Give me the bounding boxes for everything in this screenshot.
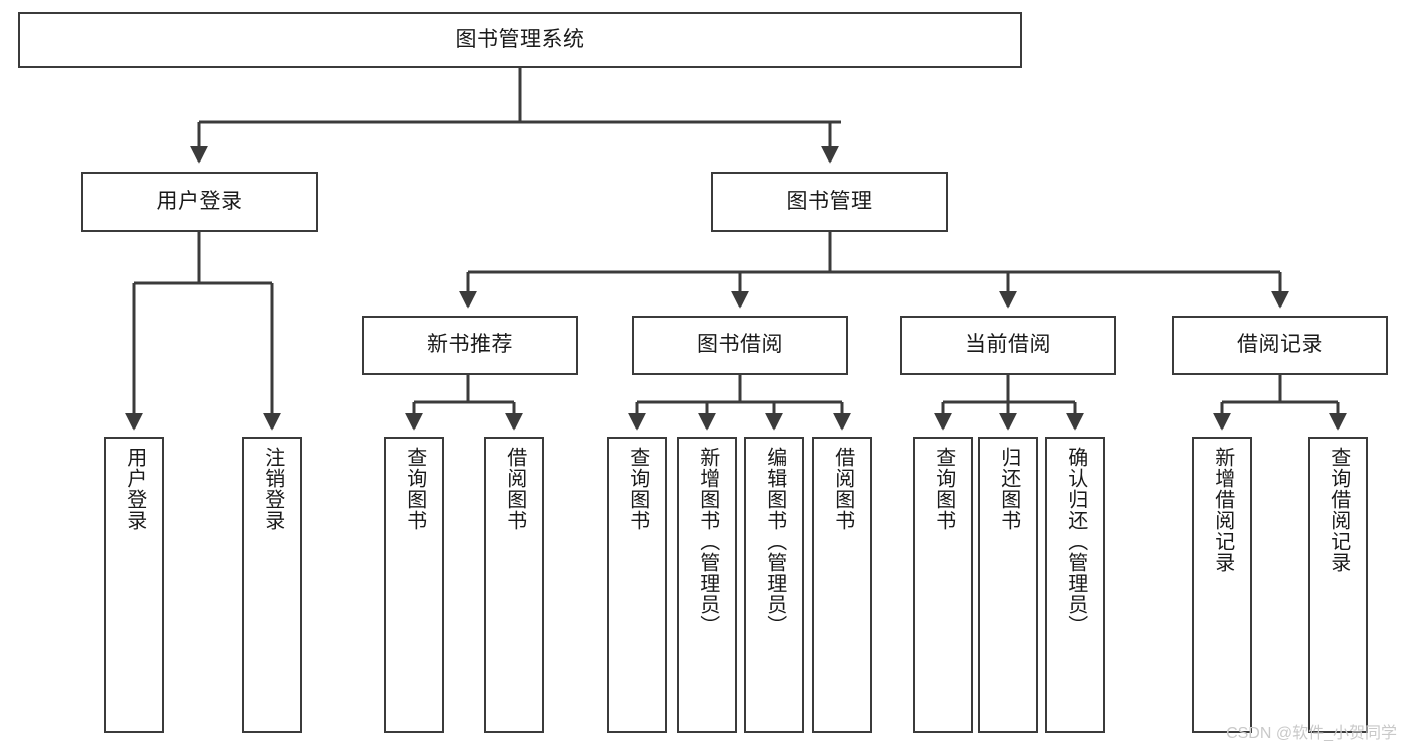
leaf-query-borrow-record[interactable]: 查询借阅记录 xyxy=(1308,437,1368,733)
node-new-book-recommend[interactable]: 新书推荐 xyxy=(362,316,578,375)
leaf-query-book-borrow-label: 查询图书 xyxy=(626,447,649,531)
node-root-label: 图书管理系统 xyxy=(455,27,585,51)
leaf-confirm-return-admin-label: 确认归还（管理员） xyxy=(1064,447,1087,636)
leaf-edit-book-admin-label: 编辑图书（管理员） xyxy=(763,447,786,636)
leaf-query-borrow-record-label: 查询借阅记录 xyxy=(1327,447,1350,573)
node-book-borrow[interactable]: 图书借阅 xyxy=(632,316,848,375)
node-book-management[interactable]: 图书管理 xyxy=(711,172,948,232)
leaf-query-book-current[interactable]: 查询图书 xyxy=(913,437,973,733)
watermark: CSDN @软件_小贺同学 xyxy=(1226,725,1397,742)
leaf-logout[interactable]: 注销登录 xyxy=(242,437,302,733)
leaf-return-book[interactable]: 归还图书 xyxy=(978,437,1038,733)
leaf-borrow-book-recommend-label: 借阅图书 xyxy=(503,447,526,531)
leaf-query-book-current-label: 查询图书 xyxy=(932,447,955,531)
node-book-borrow-label: 图书借阅 xyxy=(697,333,783,357)
node-book-management-label: 图书管理 xyxy=(786,189,873,213)
leaf-return-book-label: 归还图书 xyxy=(997,447,1020,531)
node-user-login[interactable]: 用户登录 xyxy=(81,172,318,232)
node-root[interactable]: 图书管理系统 xyxy=(18,12,1022,68)
node-borrow-record[interactable]: 借阅记录 xyxy=(1172,316,1388,375)
leaf-add-book-admin[interactable]: 新增图书（管理员） xyxy=(677,437,737,733)
leaf-user-login-label: 用户登录 xyxy=(123,447,146,531)
node-borrow-record-label: 借阅记录 xyxy=(1237,333,1323,357)
leaf-user-login[interactable]: 用户登录 xyxy=(104,437,164,733)
leaf-borrow-book[interactable]: 借阅图书 xyxy=(812,437,872,733)
node-current-borrow[interactable]: 当前借阅 xyxy=(900,316,1116,375)
leaf-query-book-borrow[interactable]: 查询图书 xyxy=(607,437,667,733)
leaf-logout-label: 注销登录 xyxy=(261,447,284,531)
node-user-login-label: 用户登录 xyxy=(156,189,243,213)
leaf-edit-book-admin[interactable]: 编辑图书（管理员） xyxy=(744,437,804,733)
leaf-add-book-admin-label: 新增图书（管理员） xyxy=(696,447,719,636)
node-current-borrow-label: 当前借阅 xyxy=(965,333,1051,357)
leaf-borrow-book-label: 借阅图书 xyxy=(831,447,854,531)
leaf-add-borrow-record[interactable]: 新增借阅记录 xyxy=(1192,437,1252,733)
leaf-query-book-recommend-label: 查询图书 xyxy=(403,447,426,531)
leaf-confirm-return-admin[interactable]: 确认归还（管理员） xyxy=(1045,437,1105,733)
leaf-borrow-book-recommend[interactable]: 借阅图书 xyxy=(484,437,544,733)
node-new-book-recommend-label: 新书推荐 xyxy=(427,333,513,357)
leaf-query-book-recommend[interactable]: 查询图书 xyxy=(384,437,444,733)
leaf-add-borrow-record-label: 新增借阅记录 xyxy=(1211,447,1234,573)
